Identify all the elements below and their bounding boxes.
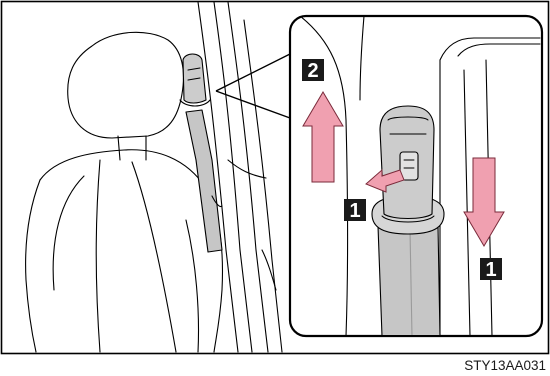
step-number: 2 bbox=[307, 60, 318, 82]
detail-inset bbox=[290, 16, 542, 336]
step-number: 1 bbox=[349, 200, 360, 222]
step-number: 1 bbox=[485, 259, 496, 281]
figure-code: STY13AA031 bbox=[464, 358, 546, 373]
step-label-1-button: 1 bbox=[344, 199, 366, 222]
step-label-2: 2 bbox=[302, 59, 324, 82]
step-label-1-belt: 1 bbox=[480, 258, 502, 281]
belt-strap-detail bbox=[378, 226, 440, 336]
